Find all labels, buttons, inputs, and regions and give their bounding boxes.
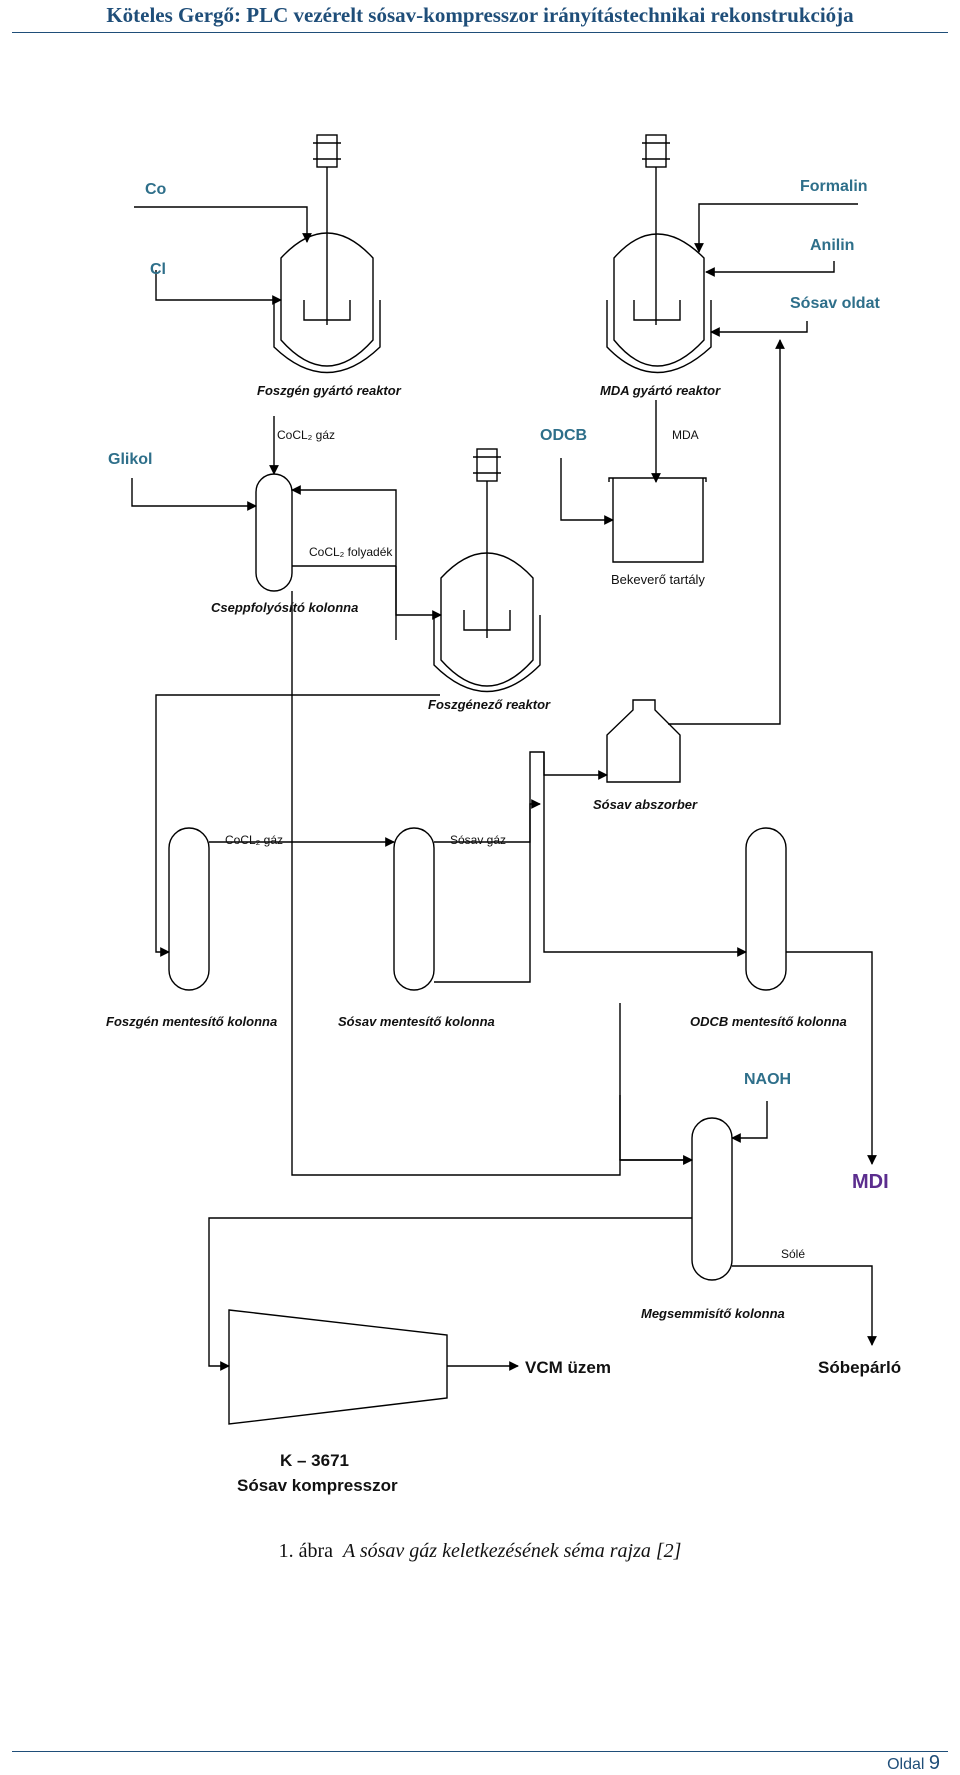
caption-kompresszor-name: Sósav kompresszor <box>237 1476 398 1495</box>
line-to-cseppfolyosito-top <box>291 485 397 640</box>
caption-foszgen-gyarto: Foszgén gyártó reaktor <box>257 383 402 398</box>
label-anilin: Anilin <box>810 237 854 254</box>
bekevero-tartaly <box>608 477 707 563</box>
label-sosav-oldat: Sósav oldat <box>790 295 880 312</box>
cseppfolyosito-kolonna <box>255 473 293 592</box>
page-footer: Oldal 9 <box>887 1752 940 1775</box>
output-vcm: VCM üzem <box>525 1358 611 1377</box>
caption-bekevero: Bekeverő tartály <box>611 572 705 587</box>
label-glikol: Glikol <box>108 451 152 468</box>
stream-mda: MDA <box>672 428 699 442</box>
label-co: Co <box>145 181 167 198</box>
line-to-foszgenezo <box>395 566 442 620</box>
label-formalin: Formalin <box>800 178 868 195</box>
line-mdi-output <box>786 951 877 1165</box>
output-sobeparlo: Sóbepárló <box>818 1358 901 1377</box>
figure-caption: 1. ábra A sósav gáz keletkezésének séma … <box>0 1540 960 1563</box>
line-foszgenezo-to-foszgen-mentesito <box>155 694 440 957</box>
line-anilin-input <box>705 261 835 277</box>
page-number: 9 <box>928 1752 940 1774</box>
sosav-abszorber <box>606 699 681 783</box>
stream-cocl2-gaz-1: CoCL₂ gáz <box>277 428 335 442</box>
caption-odcb-mentesito: ODCB mentesítő kolonna <box>690 1014 847 1029</box>
line-sosav-mentesito-to-odcb-mentesito <box>434 751 545 983</box>
header-rule <box>12 32 948 33</box>
line-abszorber-bottom-to-odcb <box>543 775 747 957</box>
page-header: Köteles Gergő: PLC vezérelt sósav-kompre… <box>0 0 960 34</box>
line-abszorber-to-mda-reaktor <box>668 339 785 725</box>
line-odcb-input <box>560 458 614 525</box>
foszgenezo-reaktor <box>433 448 541 693</box>
line-sole <box>732 1265 877 1346</box>
figure-text: A sósav gáz keletkezésének séma rajza [2… <box>342 1540 682 1562</box>
output-mdi: MDI <box>852 1171 889 1193</box>
caption-foszgen-mentesito: Foszgén mentesítő kolonna <box>106 1014 277 1029</box>
megsemmisito-kolonna <box>691 1117 733 1281</box>
sosav-kompresszor <box>228 1309 448 1425</box>
footer-label: Oldal <box>887 1756 925 1773</box>
caption-kompresszor-id: K – 3671 <box>280 1451 349 1470</box>
line-formalin-input <box>694 203 858 253</box>
line-to-kompresszor <box>208 1217 692 1371</box>
footer-rule <box>12 1751 948 1752</box>
line-cl-input <box>155 270 282 305</box>
line-to-megsemmisito <box>619 1095 693 1165</box>
label-odcb: ODCB <box>540 427 587 444</box>
caption-foszgenezo: Foszgénező reaktor <box>428 697 551 712</box>
foszgen-gyarto-reaktor <box>273 134 381 374</box>
stream-cocl2-folyadek: CoCL₂ folyadék <box>309 545 393 559</box>
stream-cocl2-gaz-2: CoCL₂ gáz <box>225 833 283 847</box>
line-cocl2-recycle <box>291 591 693 1176</box>
mda-gyarto-reaktor <box>606 134 712 374</box>
stream-sole: Sólé <box>781 1247 805 1261</box>
line-to-abszorber <box>543 752 608 780</box>
label-naoh: NAOH <box>744 1071 791 1088</box>
caption-sosav-mentesito: Sósav mentesítő kolonna <box>338 1014 495 1029</box>
line-glikol-input <box>131 478 257 511</box>
caption-cseppfolyosito: Cseppfolyósító kolonna <box>211 600 358 615</box>
odcb-mentesito-kolonna <box>745 827 787 991</box>
label-cl: Cl <box>150 261 166 278</box>
line-co-input <box>134 206 312 243</box>
line-sosav-oldat-input <box>710 321 808 337</box>
header-title: Köteles Gergő: PLC vezérelt sósav-kompre… <box>106 3 854 27</box>
stream-sosav-gaz: Sósav gáz <box>450 833 506 847</box>
sosav-mentesito-kolonna <box>393 827 435 991</box>
caption-mda-gyarto: MDA gyártó reaktor <box>600 383 721 398</box>
figure-number: 1. ábra <box>278 1540 333 1562</box>
foszgen-mentesito-kolonna <box>168 827 210 991</box>
line-naoh-input <box>731 1101 768 1143</box>
caption-sosav-abszorber: Sósav abszorber <box>593 797 698 812</box>
caption-megsemmisito: Megsemmisítő kolonna <box>641 1306 785 1321</box>
